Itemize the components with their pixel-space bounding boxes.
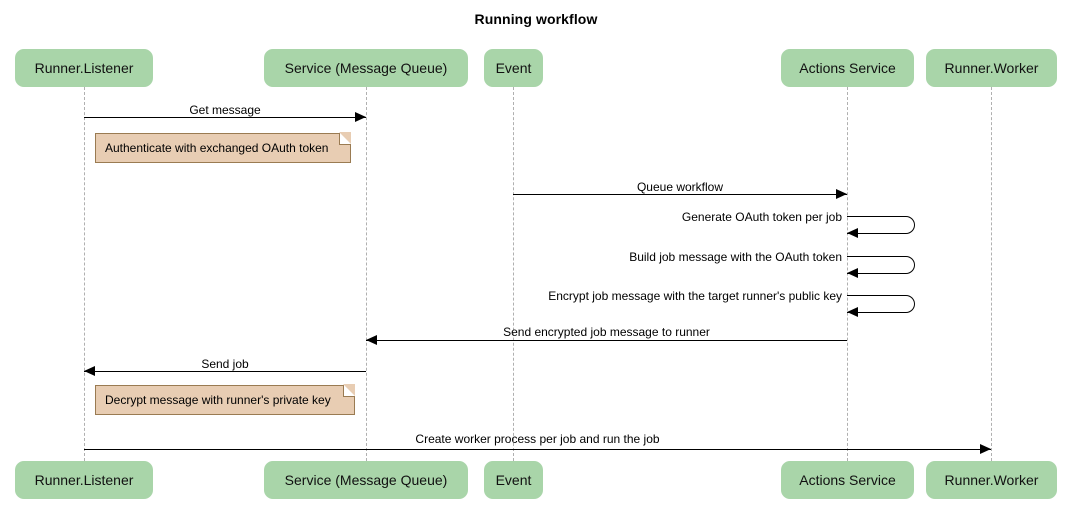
message-label-send-job: Send job [201,357,249,371]
participant-runner-worker-top[interactable]: Runner.Worker [926,49,1057,87]
participant-actions-service-top[interactable]: Actions Service [781,49,914,87]
note-label: Decrypt message with runner's private ke… [105,393,331,407]
self-message-label-generate-oauth-token: Generate OAuth token per job [681,210,842,224]
arrow-head-generate-oauth-token [847,228,858,238]
arrow-head-create-worker-process [980,444,991,454]
participant-label: Service (Message Queue) [284,60,448,76]
arrow-head-queue-workflow [836,189,847,199]
participant-label: Actions Service [799,60,896,76]
participant-service-message-queue-bottom[interactable]: Service (Message Queue) [264,461,468,499]
participant-label: Runner.Worker [944,472,1039,488]
note-authenticate: Authenticate with exchanged OAuth token [95,132,351,163]
participant-runner-worker-bottom[interactable]: Runner.Worker [926,461,1057,499]
arrow-head-encrypt-job-message [847,307,858,317]
participant-label: Event [495,60,532,76]
self-message-loop-encrypt-job-message [847,295,915,313]
participant-label: Event [495,472,532,488]
diagram-title: Running workflow [474,11,598,27]
note-fold-corner-icon [339,132,351,145]
participant-label: Runner.Worker [944,60,1039,76]
note-fold-corner-icon [343,384,355,397]
message-label-send-encrypted-job-message: Send encrypted job message to runner [503,325,710,339]
arrow-head-send-encrypted-job-message [366,335,377,345]
participant-label: Runner.Listener [34,60,134,76]
arrow-head-send-job [84,366,95,376]
participant-event-bottom[interactable]: Event [484,461,543,499]
participant-service-message-queue-top[interactable]: Service (Message Queue) [264,49,468,87]
participant-event-top[interactable]: Event [484,49,543,87]
self-message-label-encrypt-job-message: Encrypt job message with the target runn… [548,289,842,303]
participant-actions-service-bottom[interactable]: Actions Service [781,461,914,499]
message-line-send-encrypted-job-message [366,340,847,341]
note-label: Authenticate with exchanged OAuth token [105,141,329,155]
lifeline-runner-listener [84,87,85,461]
self-message-loop-build-job-message [847,256,915,274]
message-line-send-job [84,371,366,372]
self-message-loop-generate-oauth-token [847,216,915,234]
message-label-create-worker-process: Create worker process per job and run th… [415,432,660,446]
participant-label: Service (Message Queue) [284,472,448,488]
lifeline-service-message-queue [366,87,367,461]
lifeline-runner-worker [991,87,992,461]
message-line-get-message [84,117,366,118]
lifeline-event [513,87,514,461]
arrow-head-build-job-message [847,268,858,278]
note-decrypt: Decrypt message with runner's private ke… [95,384,355,415]
message-line-queue-workflow [513,194,847,195]
participant-label: Runner.Listener [34,472,134,488]
self-message-label-build-job-message: Build job message with the OAuth token [629,250,842,264]
participant-runner-listener-top[interactable]: Runner.Listener [15,49,153,87]
message-label-get-message: Get message [189,103,261,117]
message-line-create-worker-process [84,449,991,450]
participant-label: Actions Service [799,472,896,488]
message-label-queue-workflow: Queue workflow [636,180,724,194]
arrow-head-get-message [355,112,366,122]
participant-runner-listener-bottom[interactable]: Runner.Listener [15,461,153,499]
